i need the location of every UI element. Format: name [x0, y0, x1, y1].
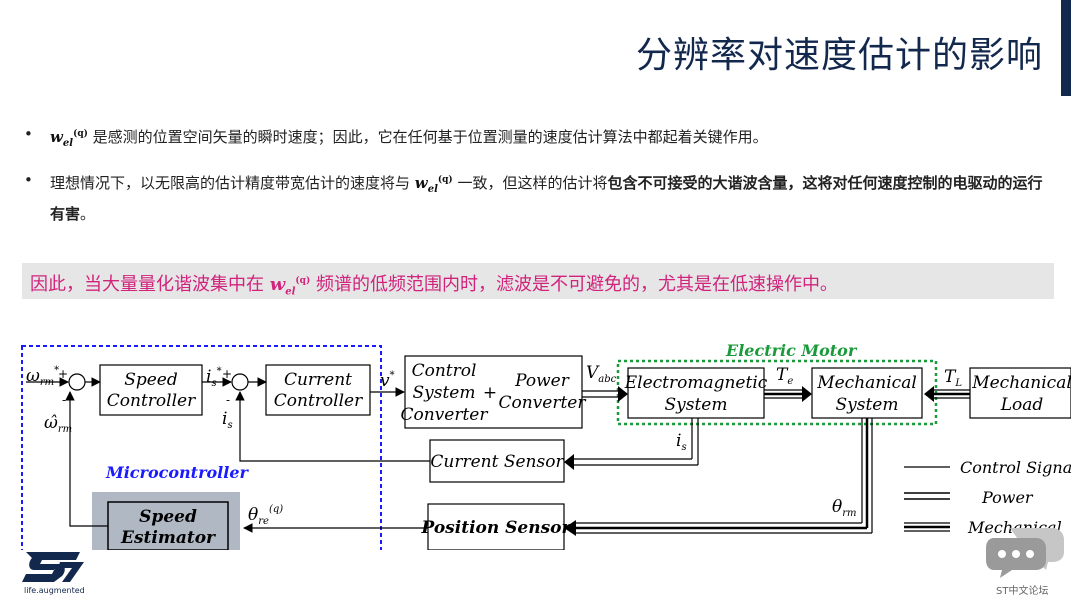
wel-symbol: wel(q) [50, 128, 88, 149]
current-sensor-label: Current Sensor [430, 452, 564, 472]
title-accent-bar [1061, 0, 1071, 96]
omega-hat-label: ω̂rm [44, 413, 72, 435]
summing-junction-current [231, 373, 249, 391]
converter-label: System [413, 383, 476, 403]
summing-junction-speed [68, 373, 86, 391]
chat-bubble-icon [986, 528, 1064, 578]
electromagnetic-system-label: System [665, 395, 728, 415]
bullet-dot: • [24, 125, 33, 143]
bullet-item: • 理想情况下，以无限高的估计精度带宽估计的速度将与 wel(q) 一致，但这样… [22, 168, 1052, 226]
bullet-text: 理想情况下，以无限高的估计精度带宽估计的速度将与 [50, 174, 415, 192]
mechanical-load-label: Mechanical [971, 373, 1071, 393]
position-sensor-block [427, 503, 565, 550]
current-controller-block [265, 364, 371, 416]
converter-label: Control [412, 361, 477, 381]
mechanical-load-label: Load [1000, 395, 1044, 415]
te-label: Te [776, 365, 793, 387]
bullet-text: 一致，但这样的估计将 [452, 174, 608, 192]
legend-power-label: Power [981, 488, 1034, 507]
mechanical-load-block [969, 367, 1071, 419]
power-converter-label: Power [514, 371, 570, 391]
page-title: 分辨率对速度估计的影响 [635, 35, 1043, 76]
speed-estimator-label: Estimator [120, 528, 216, 548]
vabc-label: Vabc [586, 363, 617, 385]
is-label: is [222, 409, 233, 431]
speed-estimator-label: Speed [139, 507, 197, 527]
bullet-item: • wel(q) 是感测的位置空间矢量的瞬时速度；因此，它在任何基于位置测量的速… [22, 122, 1052, 156]
current-sensor-block [429, 439, 565, 483]
st-logo: ST [22, 552, 84, 582]
bullet-dot: • [24, 171, 33, 189]
position-sensor-label: Position Sensor [421, 518, 572, 538]
mechanical-system-label: System [836, 395, 899, 415]
theta-re-label: θre(q) [248, 504, 283, 527]
minus-sign: - [226, 393, 230, 407]
electromagnetic-system-label: Electromagnetic [624, 373, 768, 393]
highlight-text: 因此，当大量量化谐波集中在 [30, 274, 270, 295]
current-controller-label: Current [284, 370, 352, 390]
electric-motor-label: Electric Motor [725, 341, 858, 360]
omega-ref-label: ωrm* [26, 365, 59, 388]
converter-block [404, 355, 583, 429]
wel-symbol: wel(q) [269, 274, 311, 298]
power-converter-label: Converter [498, 393, 586, 413]
is-feedback-label: is [676, 431, 687, 453]
highlight-box: 因此，当大量量化谐波集中在 wel(q) 频谱的低频范围内时，滤波是不可避免的，… [22, 263, 1054, 299]
st-tagline: life.augmented [24, 586, 85, 595]
microcontroller-label: Microcontroller [105, 463, 250, 482]
plus-sign: + [222, 367, 232, 381]
minus-sign: - [62, 393, 66, 407]
plus-sign: + [58, 367, 68, 381]
block-diagram: Microcontroller Electric Motor ωrm* + - … [21, 341, 1071, 550]
bullet-bold-text: 包含不可接受的大谐波含量，这将对任何速度控制的电驱动的运行有害 [50, 174, 1043, 223]
forum-watermark-label: ST中文论坛 [996, 586, 1049, 597]
wel-symbol: wel(q) [414, 174, 453, 195]
legend-control-label: Control Signal [960, 458, 1071, 477]
bullet-text: 。 [80, 205, 96, 223]
tl-label: TL [944, 367, 962, 389]
electric-motor-boundary [616, 359, 938, 426]
plus-sign: + [483, 383, 497, 403]
theta-rm-label: θrm [832, 497, 857, 519]
speed-controller-label: Controller [107, 391, 196, 411]
bullet-list: • wel(q) 是感测的位置空间矢量的瞬时速度；因此，它在任何基于位置测量的速… [22, 122, 1052, 238]
v-ref-label: v* [380, 370, 395, 391]
converter-label: Converter [400, 405, 488, 425]
bullet-text: 是感测的位置空间矢量的瞬时速度；因此，它在任何基于位置测量的速度估计算法中都起着… [87, 128, 768, 146]
svg-text:ST: ST [54, 569, 56, 571]
speed-controller-label: Speed [124, 370, 178, 390]
electromagnetic-system-block [627, 367, 765, 419]
microcontroller-boundary [21, 345, 382, 550]
highlight-text: 频谱的低频范围内时，滤波是不可避免的，尤其是在低速操作中。 [310, 274, 838, 295]
current-controller-label: Controller [274, 391, 363, 411]
mechanical-system-label: Mechanical [816, 373, 917, 393]
speed-controller-block [99, 364, 203, 416]
is-ref-label: is* [206, 366, 222, 389]
